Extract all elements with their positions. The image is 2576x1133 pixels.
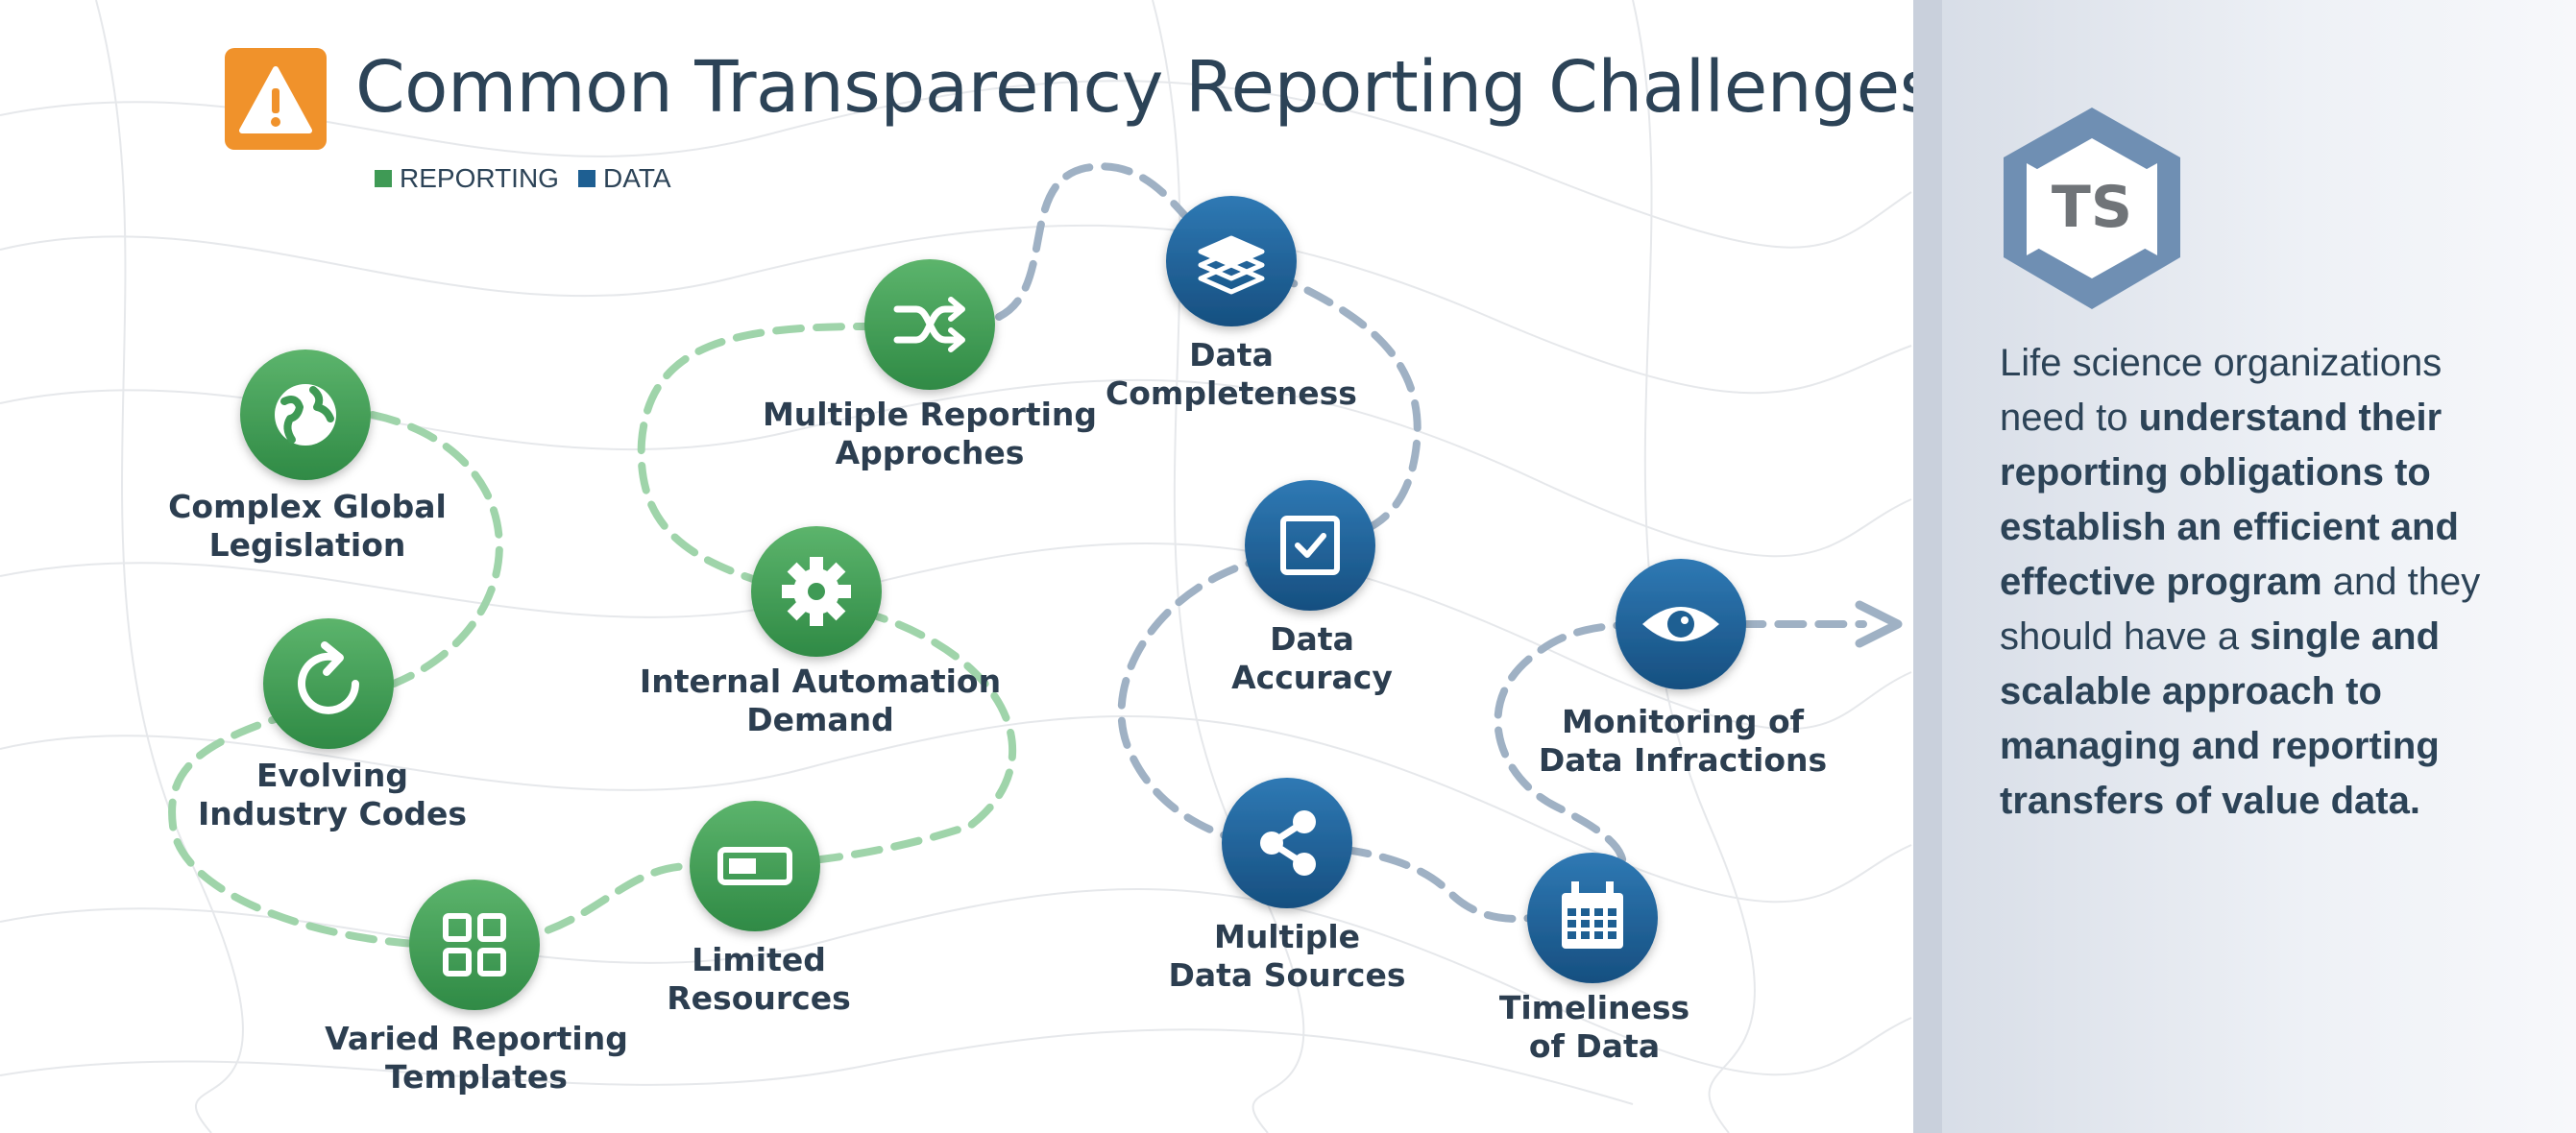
data-path xyxy=(995,162,1867,923)
node-label-calendar: Timeliness of Data xyxy=(1498,989,1690,1065)
panel-text-part: single and scalable approach to managing… xyxy=(2000,615,2441,822)
warning-icon xyxy=(225,48,327,150)
node-label-gear: Internal Automation Demand xyxy=(639,663,1002,738)
eye-icon xyxy=(1642,607,1719,641)
node-label-battery: Limited Resources xyxy=(667,941,851,1017)
page-title: Common Transparency Reporting Challenges xyxy=(355,46,1936,129)
calendar-icon xyxy=(1562,881,1623,949)
ts-logo: TS xyxy=(2004,108,2180,309)
grid-icon xyxy=(443,913,506,976)
legend-swatch-data xyxy=(578,170,595,187)
node-grid xyxy=(409,880,540,1010)
refresh-icon xyxy=(298,641,359,714)
checkbox-icon xyxy=(1280,516,1340,575)
node-label-eye: Monitoring of Data Infractions xyxy=(1538,703,1828,779)
layers-icon xyxy=(1198,235,1265,295)
legend-label-reporting: REPORTING xyxy=(400,163,559,193)
legend-item-reporting: REPORTING xyxy=(375,163,559,194)
panel-text-part: Life science organizations need to xyxy=(2000,342,2442,439)
share-icon xyxy=(1260,810,1316,876)
node-cycle xyxy=(263,618,394,749)
node-check xyxy=(1245,480,1375,611)
panel-text: Life science organizations need to under… xyxy=(2000,336,2538,829)
shuffle-icon xyxy=(893,297,965,352)
legend-swatch-reporting xyxy=(375,170,392,187)
node-label-check: Data Accuracy xyxy=(1231,620,1393,696)
node-share xyxy=(1222,778,1352,908)
node-label-share: Multiple Data Sources xyxy=(1168,918,1406,994)
panel-text-part: and they should have a xyxy=(2000,561,2481,658)
globe-icon xyxy=(275,384,336,446)
gear-icon xyxy=(782,557,851,626)
node-label-shuffle: Multiple Reporting Approches xyxy=(762,396,1098,471)
node-label-grid: Varied Reporting Templates xyxy=(325,1020,628,1096)
panel-text-part: understand their reporting obligations t… xyxy=(2000,397,2459,603)
battery-icon xyxy=(717,847,792,885)
node-label-globe: Complex Global Legislation xyxy=(168,488,447,564)
arrow-head xyxy=(1855,600,1903,648)
legend-label-data: DATA xyxy=(603,163,671,193)
node-label-cycle: Evolving Industry Codes xyxy=(197,757,468,832)
ts-logo-text: TS xyxy=(2052,174,2132,241)
node-label-layers: Data Completeness xyxy=(1106,336,1357,412)
panel-divider xyxy=(1913,0,1942,1133)
legend-item-data: DATA xyxy=(578,163,671,194)
